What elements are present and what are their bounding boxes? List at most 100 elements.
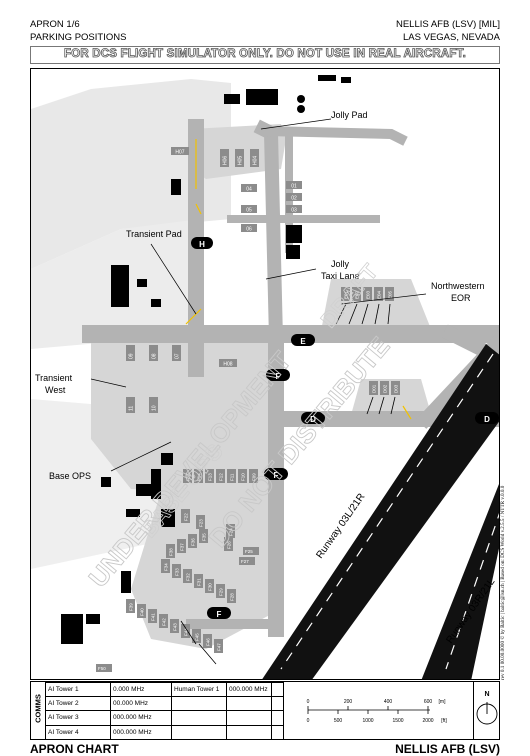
spot-f39: F39 [129, 603, 134, 611]
label-jolly-taxi-1: Jolly [331, 259, 350, 269]
spot-f13: F13 [208, 473, 213, 481]
spot-f31: F31 [197, 578, 202, 586]
comms-row: AI Tower 4 000.000 MHz [45, 724, 284, 740]
spot-f46: F46 [206, 638, 211, 646]
scale-m-unit: [m] [439, 699, 447, 705]
simulator-warning: FOR DCS FLIGHT SIMULATOR ONLY. DO NOT US… [30, 46, 500, 64]
comms-freq: 000.000 MHz [110, 710, 172, 726]
f-lower-spots: F39 F40 F41 F42 F43 F44 F45 F46 F47 F50 [96, 599, 223, 672]
comms-row: AI Tower 2 00.000 MHz [45, 696, 284, 712]
spot-e05: E05 [388, 290, 393, 299]
chart-name: APRON 1/6 [30, 19, 80, 30]
comms-name: AI Tower 3 [45, 710, 111, 726]
spot-04: 04 [246, 187, 252, 193]
spot-f36: F36 [191, 538, 196, 546]
spot-08: 08 [152, 353, 158, 359]
spot-f15: F15 [186, 473, 191, 481]
spot-f34: F34 [164, 563, 169, 571]
scale-ft-0: 0 [307, 718, 310, 724]
scale-ft-500: 500 [334, 718, 343, 724]
spot-f33: F33 [175, 568, 180, 576]
spot-f50: F50 [98, 666, 106, 671]
spot-f25: F25 [245, 549, 253, 554]
label-base-ops: Base OPS [49, 471, 91, 481]
scale-m-200: 200 [344, 699, 353, 705]
spot-03: 03 [291, 208, 297, 214]
spot-f38: F38 [169, 548, 174, 556]
spot-h06: H06 [223, 156, 229, 165]
spot-f28: F28 [230, 593, 235, 601]
comms-freq: 00.000 MHz [110, 696, 172, 712]
jolly-row-spots: 04 05 06 01 02 03 [241, 181, 302, 233]
spot-d03: D03 [394, 384, 399, 393]
spot-f24: F24 [229, 528, 234, 536]
footer-airport: NELLIS AFB (LSV) [395, 742, 500, 756]
spot-f42: F42 [162, 618, 167, 626]
spot-f12: F12 [219, 473, 224, 481]
spot-e02: E02 [355, 290, 360, 299]
parking-arrows [180, 303, 396, 665]
scale-m-0: 0 [307, 699, 310, 705]
north-label: N [484, 691, 489, 698]
taxiway-h-label: H [199, 240, 205, 249]
f-diag-spots: F38 F37 F36 F35 F34 F33 F32 F31 F30 F29 … [161, 529, 236, 603]
transient-spots: 09 08 07 11 10 [126, 345, 181, 413]
comms-row: AI Tower 3 000.000 MHz [45, 710, 284, 726]
spot-f22: F22 [184, 513, 189, 521]
comms-tag: COMMS [31, 682, 46, 739]
spot-f27: F27 [241, 559, 249, 564]
airport-location: LAS VEGAS, NEVADA [403, 32, 500, 43]
eor-d-spots: D01 D02 D03 [369, 381, 400, 395]
label-transient-west-1: Transient [35, 373, 73, 383]
taxiway-d2-label: D [484, 415, 490, 424]
spot-f43: F43 [173, 623, 178, 631]
label-nw-eor-1: Northwestern [431, 281, 485, 291]
spot-h04: H04 [253, 156, 259, 165]
comms-name: AI Tower 4 [45, 724, 111, 740]
spot-02: 02 [291, 196, 297, 202]
spot-h05: H05 [238, 156, 244, 165]
helipads: H07 H08 [171, 147, 237, 368]
taxiway-markings [185, 139, 412, 420]
spot-f40: F40 [140, 608, 145, 616]
spot-05: 05 [246, 208, 252, 214]
runways [262, 344, 499, 679]
comms-extra-name: Human Tower 1 [171, 681, 227, 698]
chart-subtitle: PARKING POSITIONS [30, 32, 127, 43]
spot-f30: F30 [208, 583, 213, 591]
label-transient-west-2: West [45, 385, 66, 395]
scale-bar: 0 200 400 600 [m] 0 500 1000 1500 2000 [… [271, 682, 474, 739]
header-right: NELLIS AFB (LSV) [MIL] LAS VEGAS, NEVADA [396, 18, 500, 44]
scale-ft-1500: 1500 [392, 718, 403, 724]
spot-e03: E03 [366, 290, 371, 299]
label-transient-pad: Transient Pad [126, 229, 182, 239]
spot-09: 09 [129, 353, 135, 359]
spot-f47: F47 [217, 643, 222, 651]
f-row-2-spots: F22 F23 F24 F25 F26 F27 [181, 509, 259, 565]
north-arrow: N [473, 682, 500, 739]
spot-f11: F11 [230, 473, 235, 481]
taxiway-f2-label: F [274, 471, 279, 480]
comms-row: AI Tower 1 0.000 MHz Human Tower 1 000.0… [45, 681, 284, 698]
comms-panel: COMMS AI Tower 1 0.000 MHz Human Tower 1… [30, 681, 500, 740]
spot-f14: F14 [197, 473, 202, 481]
taxiway-e-label: E [300, 337, 306, 346]
scale-ft-1000: 1000 [362, 718, 373, 724]
spot-06: 06 [246, 227, 252, 233]
buildings [61, 75, 351, 644]
footer-chart-type: APRON CHART [30, 742, 119, 756]
eor-nw-spots: E01 E02 E03 E04 E05 [341, 287, 394, 301]
scale-ft-unit: [ft] [441, 718, 447, 724]
label-jolly-pad: Jolly Pad [331, 110, 368, 120]
taxiway-f-label: F [276, 372, 281, 381]
f-row-1-spots: F15 F14 F13 F12 F11 F10 F09 [183, 469, 258, 483]
spot-d02: D02 [383, 384, 388, 393]
side-credits: rev 0.1 00.00.0000 © by Baltic | baltic@… [500, 485, 506, 680]
label-jolly-taxi-2: Taxi Lane [321, 271, 360, 281]
comms-freq: 0.000 MHz [110, 681, 172, 698]
taxiway-d-label: D [310, 415, 316, 424]
header-left: APRON 1/6 PARKING POSITIONS [30, 18, 126, 44]
scale-m-600: 600 [424, 699, 433, 705]
apron-map[interactable]: H E F D F F D H07 H08 H06 H05 H04 04 05 … [30, 68, 500, 680]
spot-10: 10 [152, 405, 158, 411]
